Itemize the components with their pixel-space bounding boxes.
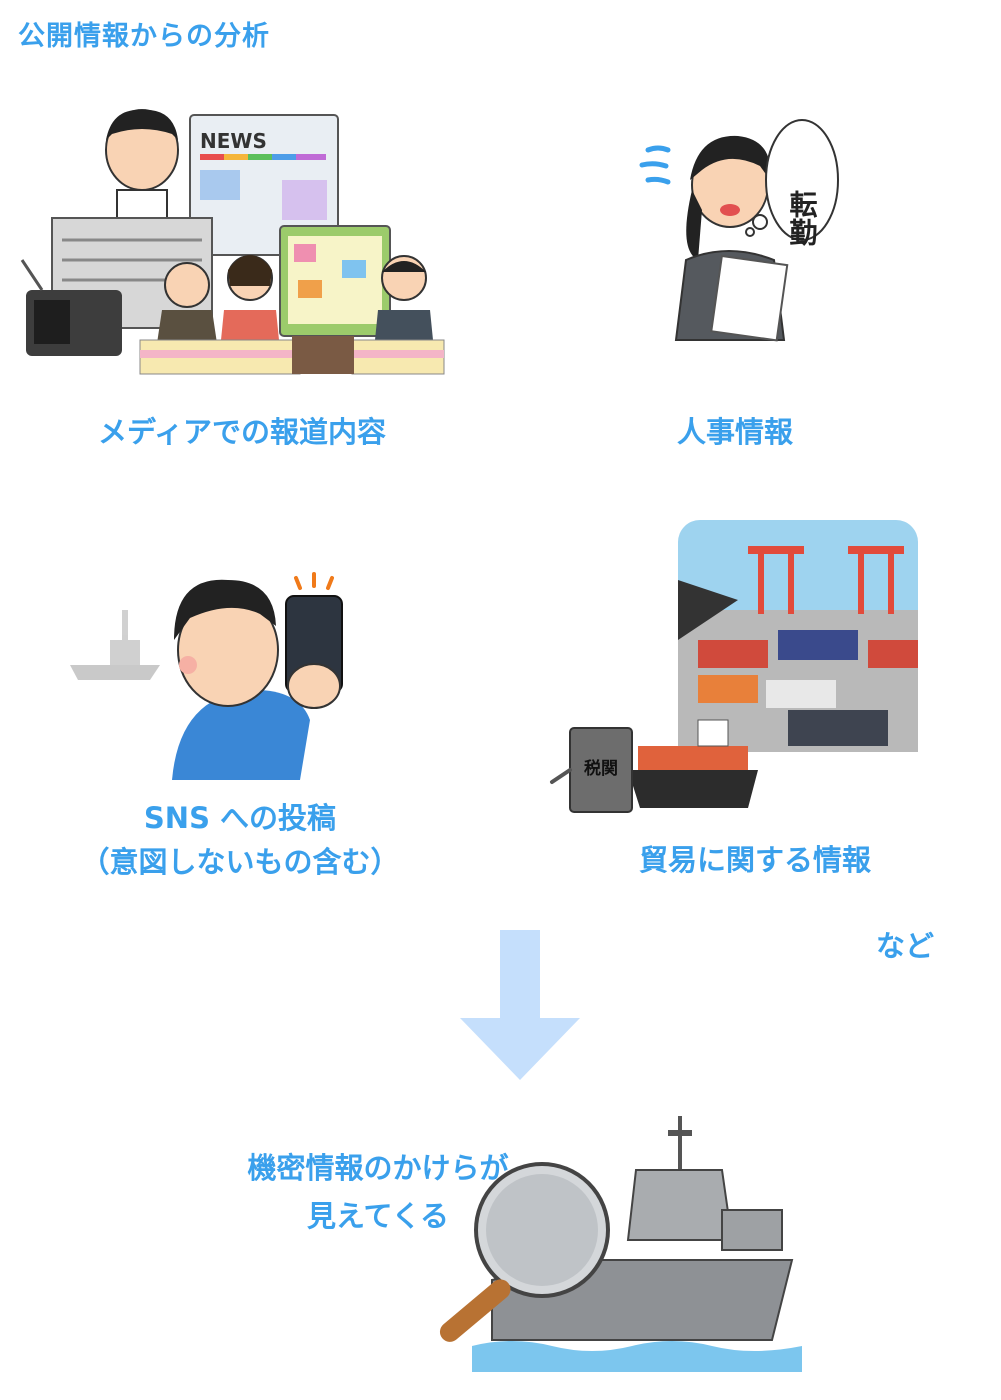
page-title: 公開情報からの分析 (18, 21, 270, 52)
bubble-text: 転勤 (786, 190, 819, 247)
sns-post-icon (70, 572, 343, 780)
warship-magnifier-icon (439, 1116, 802, 1372)
result-line1: 機密情報のかけらが (247, 1151, 509, 1185)
caption-trade: 貿易に関する情報 (638, 843, 871, 877)
transfer-notice-icon: 転勤 (639, 119, 839, 342)
port-customs-icon: 税関 (550, 520, 918, 813)
down-arrow-icon (460, 930, 580, 1080)
caption-sns-line2: （意図しないもの含む） (80, 845, 400, 879)
news-header-text: NEWS (200, 129, 267, 153)
caption-sns-line1: SNS への投稿 (143, 801, 337, 835)
news-media-icon: NEWS (20, 109, 445, 375)
result-line2: 見えてくる (306, 1199, 450, 1233)
caption-media: メディアでの報道内容 (98, 415, 386, 449)
customs-label: 税関 (584, 758, 618, 779)
caption-personnel: 人事情報 (676, 415, 793, 449)
etc-label: など (875, 929, 934, 963)
